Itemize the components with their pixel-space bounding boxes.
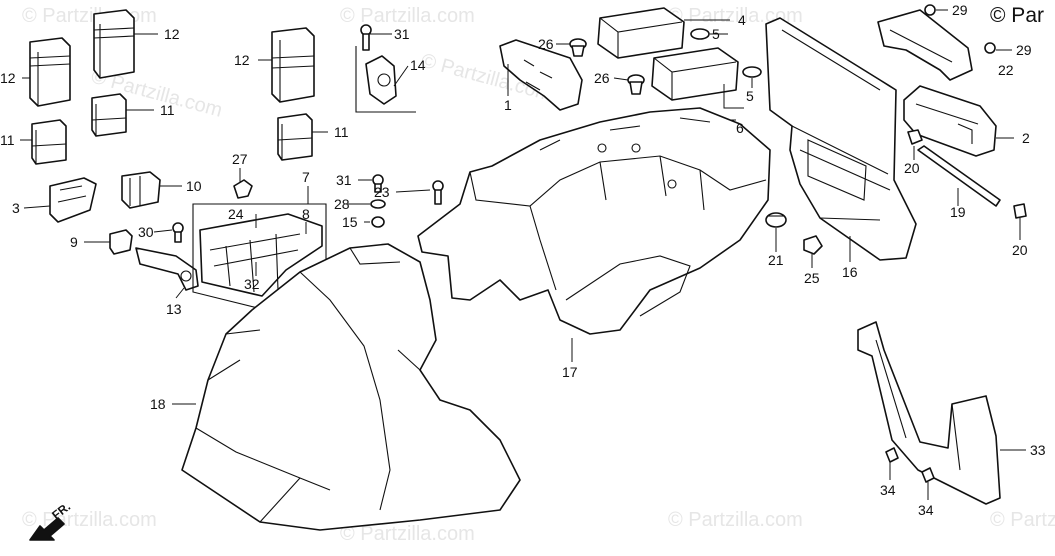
callout-5-a: 5: [712, 26, 720, 42]
callout-11-b: 11: [0, 132, 15, 148]
bolts-29: [924, 4, 996, 54]
watermark-1: © Partzilla.com: [22, 5, 157, 27]
bracket-14: [355, 46, 416, 113]
callout-1: 1: [504, 97, 512, 113]
callout-22: 22: [998, 62, 1014, 78]
callout-15: 15: [342, 214, 358, 230]
fasteners-28-15: [370, 174, 386, 228]
callout-18: 18: [150, 396, 166, 412]
callout-8: 8: [302, 206, 310, 222]
relay-12-mid: [93, 9, 135, 79]
callout-5-b: 5: [746, 88, 754, 104]
callout-25: 25: [804, 270, 820, 286]
callout-27: 27: [232, 151, 248, 167]
bracket-22: [877, 9, 973, 81]
callout-12-a: 12: [164, 26, 180, 42]
callout-20-a: 20: [904, 160, 920, 176]
callout-34-a: 34: [880, 482, 896, 498]
stay-1: [499, 39, 583, 111]
relay-10: [121, 171, 161, 209]
watermark-2: © Partzilla.com: [340, 5, 475, 27]
relay-12-right: [271, 27, 315, 103]
relay-11-top: [91, 93, 127, 137]
callout-31-a: 31: [394, 26, 410, 42]
watermark-8: © Partzilla.com: [668, 509, 803, 531]
rear-fender-18: [181, 243, 521, 531]
clip-27: [233, 179, 253, 199]
copyright-text: © Par: [990, 4, 1044, 27]
callout-16: 16: [842, 264, 858, 280]
callout-34-b: 34: [918, 502, 934, 518]
grommets-5: [690, 28, 762, 78]
nuts-34: [885, 447, 935, 483]
bolt-31-top: [360, 24, 372, 51]
callout-23: 23: [374, 184, 390, 200]
brace-33: [857, 321, 1001, 505]
callout-12-b: 12: [0, 70, 16, 86]
relay-12-left: [29, 37, 71, 107]
grommet-25: [803, 235, 823, 255]
callout-10: 10: [186, 178, 202, 194]
callout-11-c: 11: [334, 124, 349, 140]
callout-33: 33: [1030, 442, 1046, 458]
callout-31-b: 31: [336, 172, 352, 188]
bracket-3: [49, 177, 97, 223]
leader-lines: [20, 9, 1026, 500]
bracket-13: [135, 247, 199, 291]
callout-11-a: 11: [160, 102, 175, 118]
relay-11-left: [31, 119, 67, 165]
watermark-3: © Partzilla.com: [668, 5, 803, 27]
watermark-9: © Partzilla.com: [990, 509, 1055, 531]
callout-7: 7: [302, 169, 310, 185]
callout-2: 2: [1022, 130, 1030, 146]
callout-19: 19: [950, 204, 966, 220]
callout-26-b: 26: [594, 70, 610, 86]
bolt-30: [172, 222, 184, 243]
grommets-26: [569, 38, 645, 95]
relay-11-right: [277, 113, 313, 161]
callout-4: 4: [738, 12, 746, 28]
callout-14: 14: [410, 57, 426, 73]
callout-12-c: 12: [234, 52, 250, 68]
module-6: [651, 47, 739, 101]
clips-20: [907, 129, 1027, 219]
callout-6: 6: [736, 120, 744, 136]
callout-13: 13: [166, 301, 182, 317]
fuse-block-8: [199, 213, 323, 297]
callout-32: 32: [244, 276, 260, 292]
callout-24: 24: [228, 206, 244, 222]
clip-9: [109, 229, 133, 255]
callout-28: 28: [334, 196, 350, 212]
callout-29-a: 29: [952, 2, 968, 18]
module-4: [597, 7, 685, 59]
part-number-labels: 12 12 12 11 11 11 31 14 3 10 9 30 13 27 …: [0, 2, 1046, 518]
callout-9: 9: [70, 234, 78, 250]
inner-fender-17: [417, 107, 771, 335]
callout-20-b: 20: [1012, 242, 1028, 258]
watermark-7: © Partzilla.com: [340, 523, 475, 545]
callout-26-a: 26: [538, 36, 554, 52]
callout-30: 30: [138, 224, 154, 240]
callout-3: 3: [12, 200, 20, 216]
lamp-2: [903, 85, 997, 157]
bolt-23: [432, 180, 444, 205]
callout-29-b: 29: [1016, 42, 1032, 58]
callout-21: 21: [768, 252, 784, 268]
callout-17: 17: [562, 364, 578, 380]
cap-21: [765, 212, 787, 228]
panel-16: [765, 17, 917, 261]
strip-19: [917, 145, 1001, 207]
